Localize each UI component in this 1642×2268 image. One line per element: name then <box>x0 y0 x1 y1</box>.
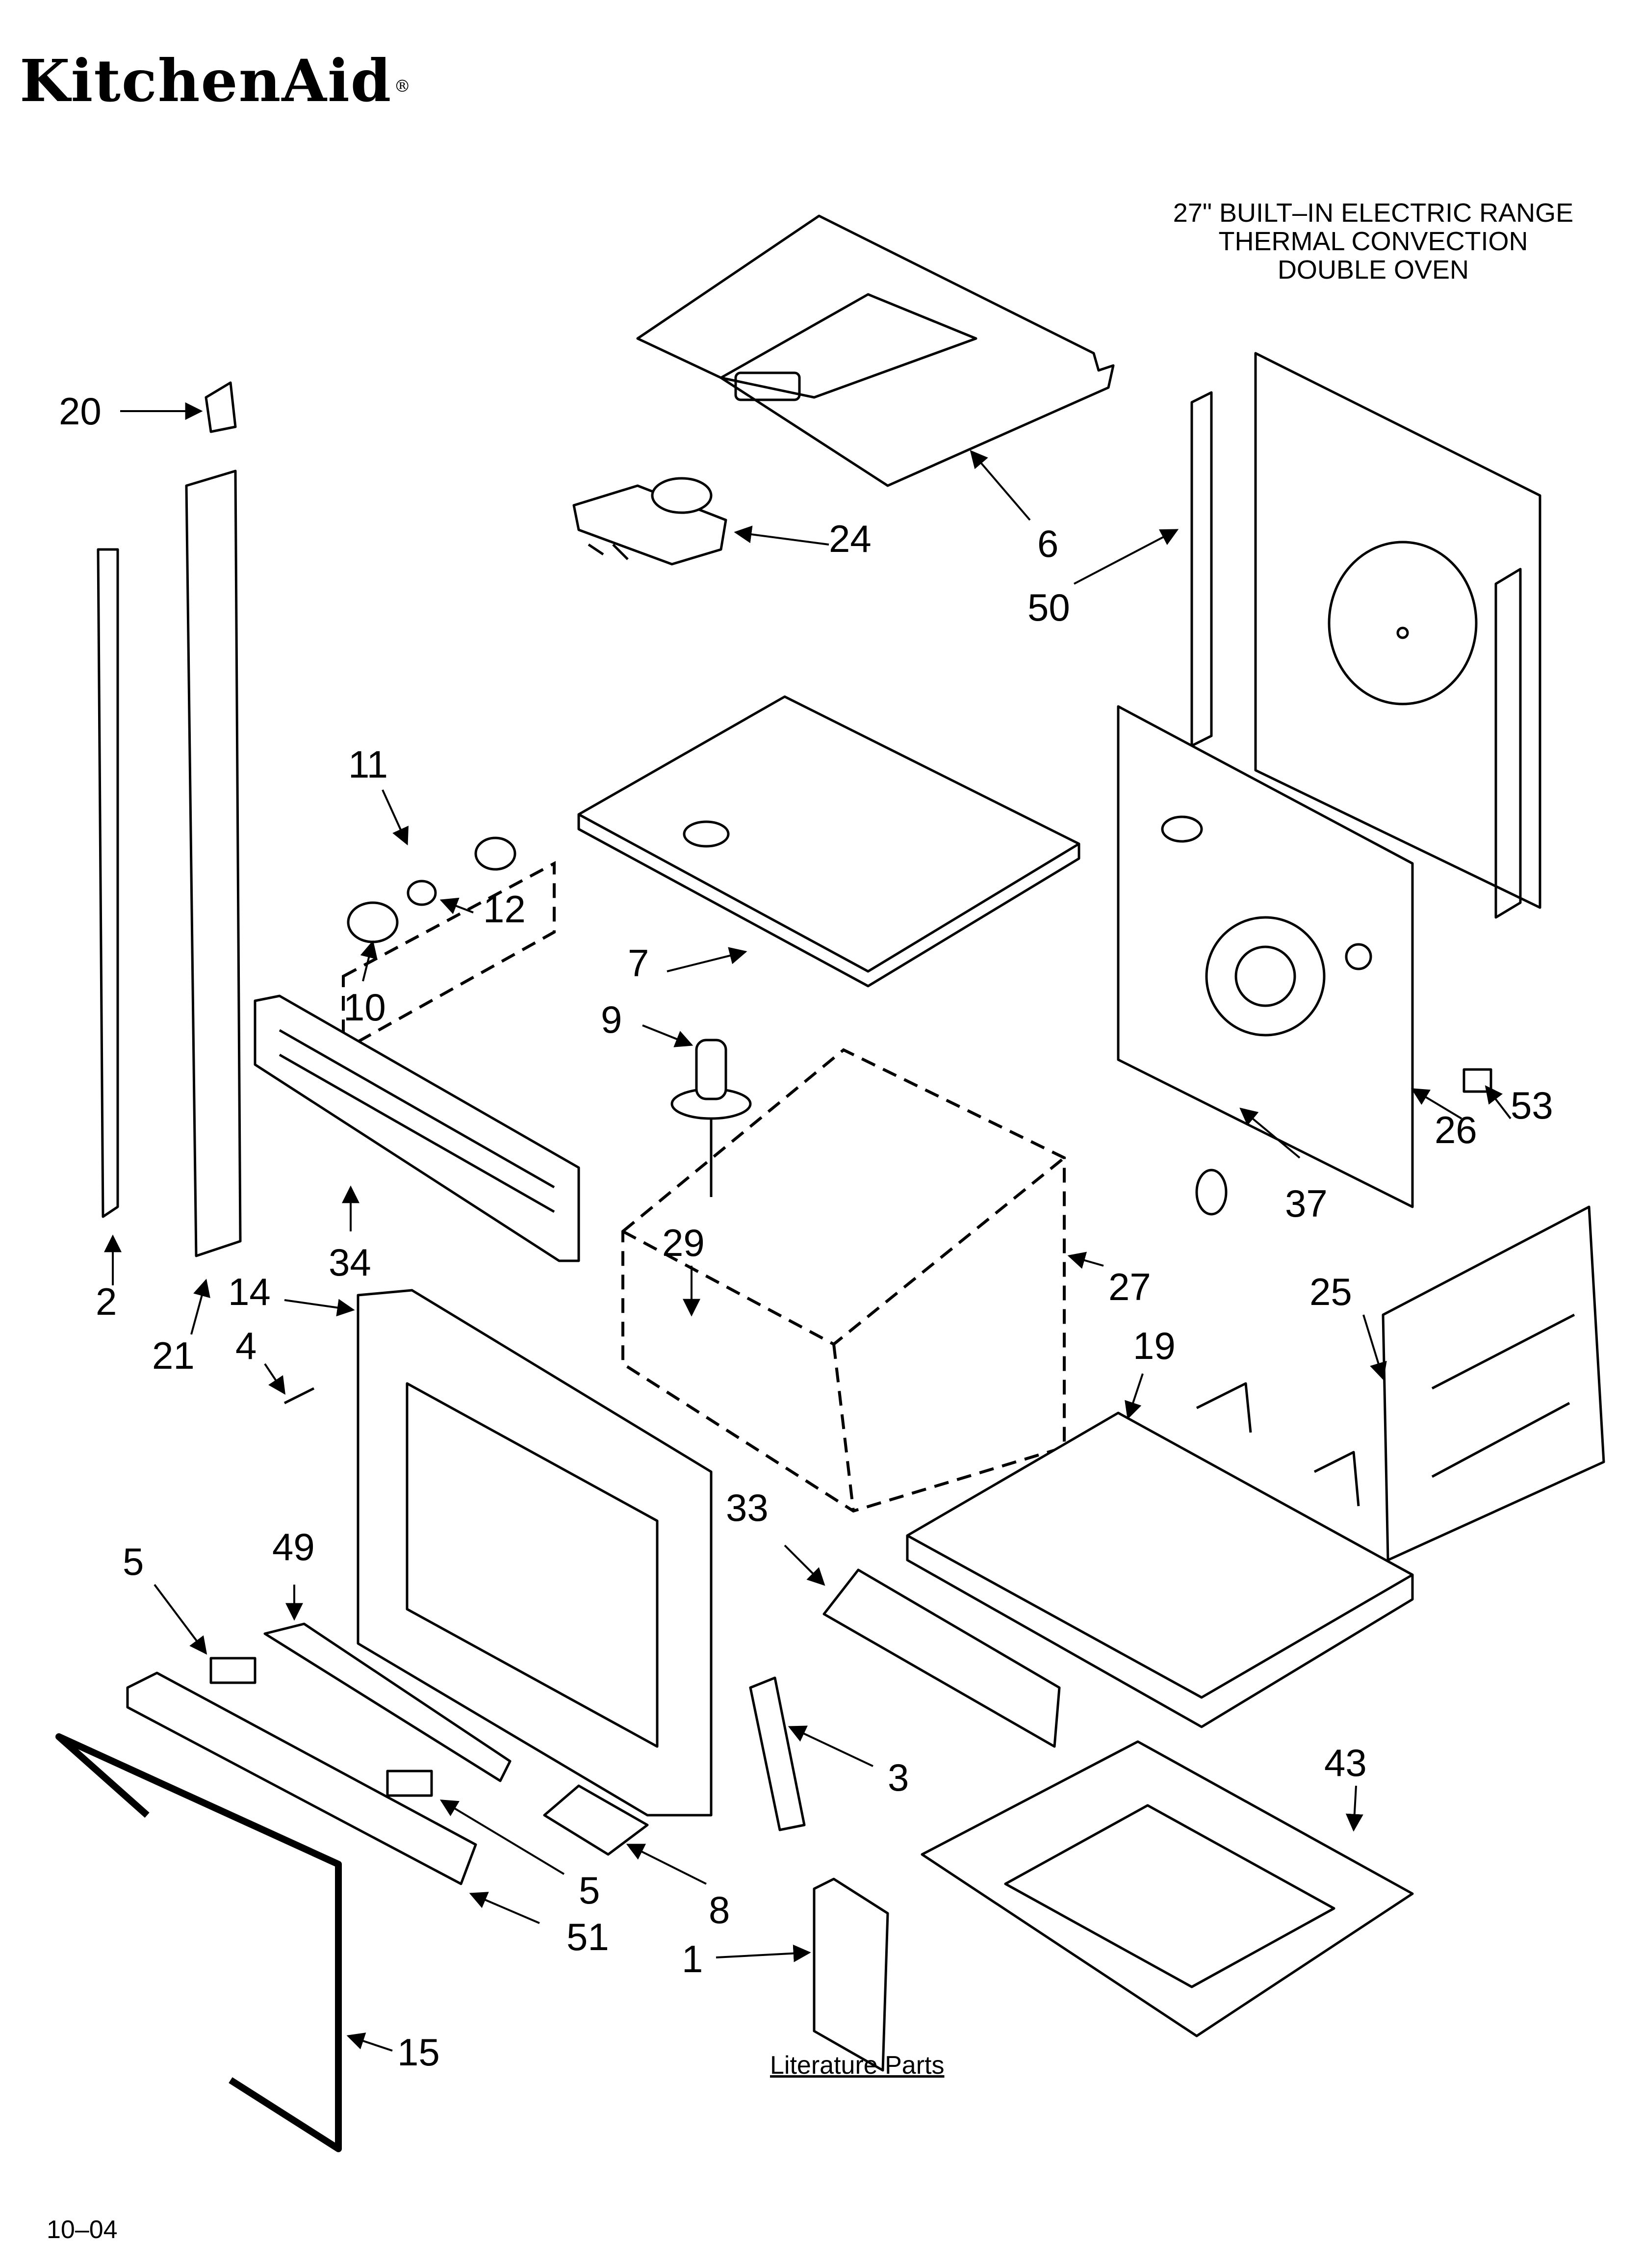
part-vent-trim-51 <box>126 1671 477 1885</box>
part-gasket-15 <box>55 1733 342 2152</box>
part-vent-trim-34 <box>254 994 580 1262</box>
part-oven-top-panel <box>577 695 1080 988</box>
callout-50: 50 <box>1027 586 1070 629</box>
part-side-trim-2 <box>97 548 119 1218</box>
part-screw-4 <box>283 1387 315 1405</box>
title-line-3: DOUBLE OVEN <box>1277 255 1469 285</box>
callout-21: 21 <box>152 1334 195 1377</box>
callout-24: 24 <box>829 517 872 560</box>
date-code: 10–04 <box>47 2216 118 2244</box>
part-thermostat-37 <box>1195 1169 1228 1216</box>
part-rear-panel <box>1190 352 1541 919</box>
part-bracket-3 <box>749 1676 806 1831</box>
leader-lines <box>104 402 1512 2052</box>
part-convection-fan-9 <box>670 1039 752 1197</box>
callout-51: 51 <box>566 1915 609 1958</box>
part-block-5-upper <box>209 1657 257 1684</box>
part-side-trim-21 <box>185 469 242 1257</box>
callout-43: 43 <box>1324 1741 1367 1784</box>
callout-10: 10 <box>343 986 386 1029</box>
part-clip-20 <box>205 381 237 433</box>
callout-27: 27 <box>1108 1265 1151 1308</box>
brand-logo: KitchenAid® <box>20 47 411 115</box>
callout-labels: 20 24 6 50 11 12 10 7 9 53 26 37 34 29 2… <box>59 390 1553 2074</box>
part-block-5-lower <box>386 1770 433 1797</box>
callout-29: 29 <box>662 1221 705 1264</box>
part-oven-cavity-27 <box>621 1048 1066 1513</box>
callout-6: 6 <box>1037 522 1058 565</box>
part-bracket-8 <box>543 1784 649 1856</box>
callout-49: 49 <box>272 1525 315 1568</box>
brand-name: KitchenAid <box>20 47 392 115</box>
callout-37: 37 <box>1285 1182 1328 1225</box>
callout-8: 8 <box>709 1888 730 1931</box>
part-blower-motor <box>572 477 727 566</box>
diagram-title: 27" BUILT–IN ELECTRIC RANGE THERMAL CONV… <box>1128 199 1618 284</box>
callout-11: 11 <box>348 743 388 786</box>
callout-34: 34 <box>329 1241 371 1284</box>
callout-2: 2 <box>96 1280 117 1323</box>
callout-15: 15 <box>397 2031 440 2074</box>
callout-33: 33 <box>726 1486 769 1529</box>
part-base-pan-43 <box>921 1740 1414 2037</box>
callout-25: 25 <box>1309 1270 1352 1313</box>
title-line-2: THERMAL CONVECTION <box>1218 227 1528 256</box>
callout-7: 7 <box>628 941 649 985</box>
part-front-frame-14 <box>357 1289 713 1817</box>
callout-20: 20 <box>59 390 102 433</box>
callout-26: 26 <box>1435 1108 1477 1151</box>
part-side-panel-25 <box>1382 1205 1605 1562</box>
part-top-cover <box>636 214 1115 487</box>
title-line-1: 27" BUILT–IN ELECTRIC RANGE <box>1173 198 1574 228</box>
brand-registered-mark: ® <box>394 76 412 96</box>
literature-parts-label: Literature Parts <box>770 2051 945 2080</box>
part-group-light-assembly <box>342 836 556 1053</box>
callout-53: 53 <box>1511 1084 1553 1127</box>
callout-5-upper: 5 <box>123 1540 144 1583</box>
callout-3: 3 <box>888 1756 909 1799</box>
part-convection-panel <box>1117 705 1414 1208</box>
part-literature-1 <box>813 1877 889 2072</box>
callout-9: 9 <box>601 998 622 1041</box>
callout-4: 4 <box>235 1324 257 1367</box>
part-bottom-panel-19 <box>906 1382 1414 1728</box>
callout-12: 12 <box>483 887 526 931</box>
callout-5-lower: 5 <box>579 1869 600 1912</box>
callout-1: 1 <box>682 1937 703 1981</box>
part-channel-33 <box>822 1568 1061 1748</box>
callout-19: 19 <box>1133 1324 1176 1367</box>
callout-14: 14 <box>228 1270 271 1313</box>
part-trim-49 <box>263 1622 512 1782</box>
